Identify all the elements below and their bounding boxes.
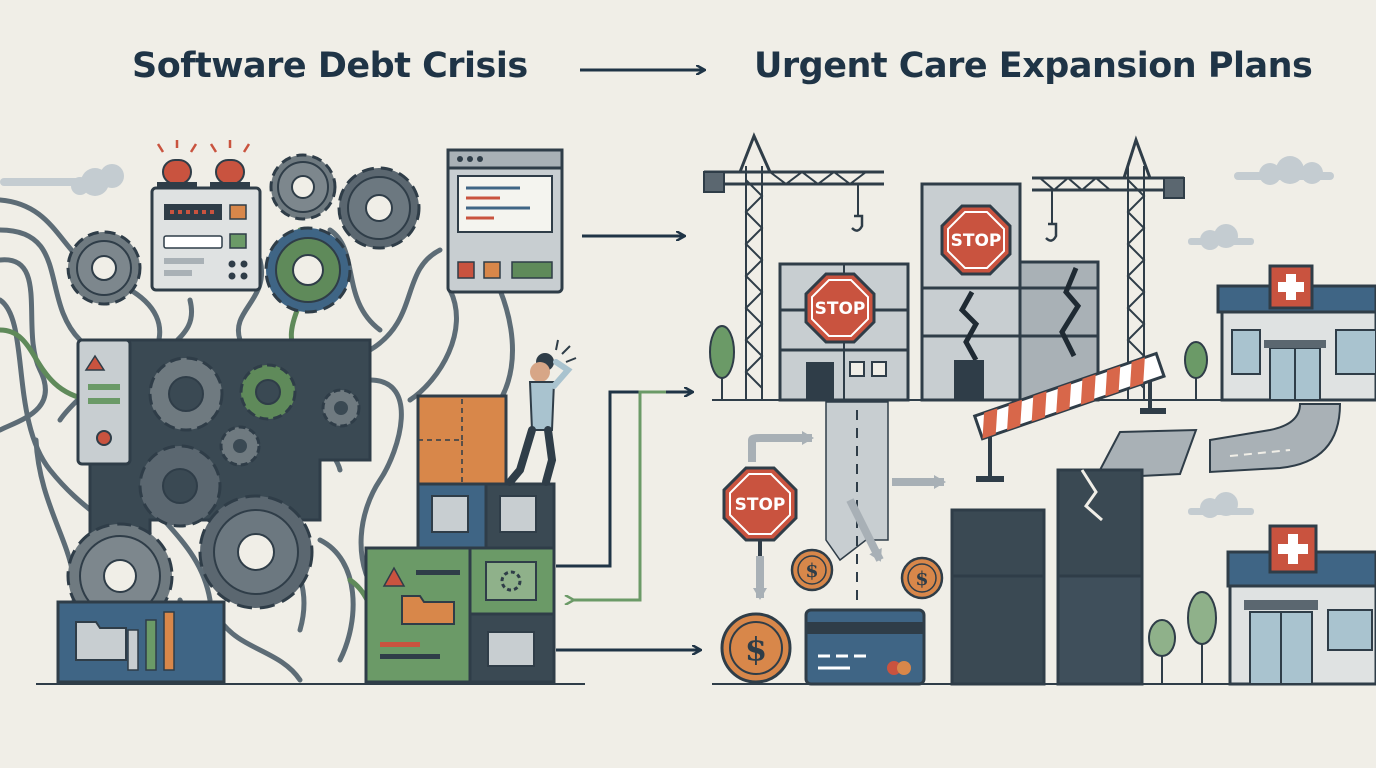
cracked-building [920, 182, 1100, 402]
urgent-care-clinic [1216, 264, 1376, 402]
stalled-blocks [950, 468, 1144, 686]
cloud-icon [1188, 492, 1254, 518]
storage-box [56, 600, 226, 684]
stop-sign-icon: STOP [804, 272, 876, 344]
tree-icon [709, 325, 735, 400]
alarm-light-icon [156, 140, 198, 190]
construction-crane-icon [703, 132, 884, 400]
tree-icon [1184, 341, 1208, 400]
cloud-icon [1234, 156, 1334, 185]
dollar-symbol: $ [915, 568, 928, 590]
gear-icon [239, 363, 297, 421]
control-panel [150, 186, 262, 292]
dollar-coin-icon: $ [900, 556, 944, 600]
title-software-debt-crisis: Software Debt Crisis [132, 46, 528, 86]
folder-icon [487, 631, 535, 667]
gear-icon [321, 388, 361, 428]
alarm-light-icon [209, 140, 251, 190]
cloud-icon [1188, 224, 1254, 250]
gear-icon [219, 425, 261, 467]
clock-document-icon [499, 495, 537, 533]
dollar-coin-icon: $ [790, 548, 834, 592]
stressed-person [506, 339, 577, 486]
tree-icon [1187, 591, 1217, 684]
medical-cross-icon [1268, 524, 1318, 574]
tree-icon [1148, 619, 1176, 684]
broken-road [1098, 403, 1342, 478]
gear-icon [66, 230, 142, 306]
arrow-right-icon [556, 392, 692, 568]
cloud-icon [0, 164, 124, 196]
gear-icon [198, 494, 314, 610]
road-barrier [972, 351, 1166, 482]
dollar-symbol: $ [745, 630, 767, 668]
stop-sign-label: STOP [735, 495, 786, 515]
document-icon [431, 495, 469, 533]
gear-icon [500, 570, 522, 592]
arrow-gray-icon [748, 431, 814, 462]
gear-icon [264, 226, 352, 314]
stop-sign-label: STOP [951, 231, 1002, 251]
title-urgent-care-expansion-plans: Urgent Care Expansion Plans [754, 46, 1313, 86]
gear-icon [337, 166, 421, 250]
warning-icon [382, 566, 406, 587]
arrow-return-green-icon [572, 390, 666, 600]
stop-sign-icon: STOP [722, 466, 798, 560]
credit-card-icon [804, 608, 926, 686]
gear-icon [138, 444, 222, 528]
gear-icon [148, 356, 224, 432]
code-window [446, 148, 564, 294]
stacked-boxes [364, 394, 556, 684]
medical-cross-icon [1268, 264, 1314, 310]
dollar-coin-icon: $ [720, 612, 792, 684]
dollar-symbol: $ [805, 560, 818, 582]
stop-sign-icon: STOP [940, 204, 1012, 276]
funding-path [825, 401, 889, 600]
folder-icon [401, 595, 455, 625]
gear-icon [269, 153, 337, 221]
urgent-care-clinic [1226, 524, 1376, 686]
warning-icon [84, 354, 106, 371]
folder-icon [75, 621, 127, 661]
stop-sign-label: STOP [815, 299, 866, 319]
